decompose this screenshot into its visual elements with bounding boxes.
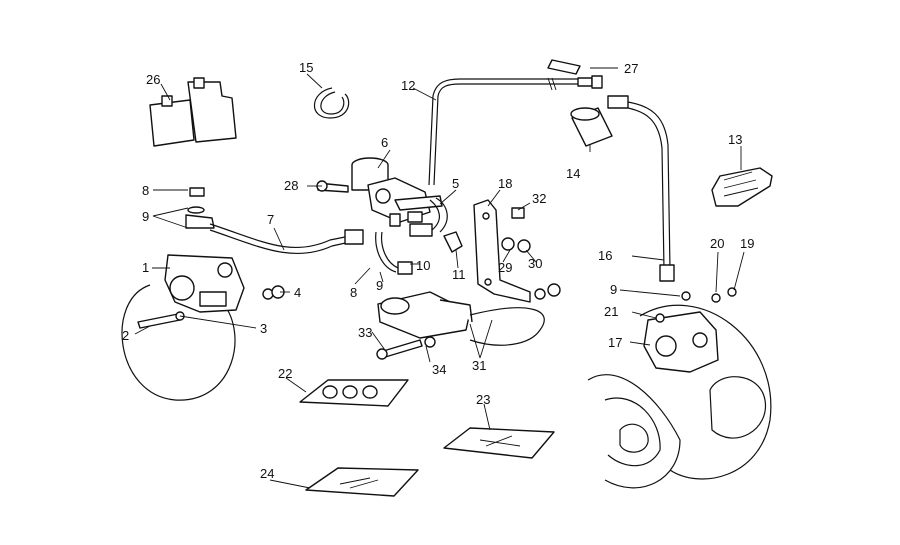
- callout-19: 19: [740, 236, 754, 251]
- callout-9-center: 9: [376, 278, 383, 293]
- callout-16: 16: [598, 248, 612, 263]
- callout-6: 6: [381, 135, 388, 150]
- protective-sleeve: [570, 107, 613, 147]
- left-caliper-washer-nut: [262, 285, 285, 300]
- seal-kit-22: [299, 379, 409, 407]
- callout-10: 10: [416, 258, 430, 273]
- bracket-hardware: [501, 207, 561, 300]
- callout-22: 22: [278, 366, 292, 381]
- left-brake-caliper: [164, 254, 245, 313]
- callout-15: 15: [299, 60, 313, 75]
- callout-8-left: 8: [142, 183, 149, 198]
- circlip: [313, 87, 350, 119]
- callout-11: 11: [452, 267, 466, 282]
- callout-9-left: 9: [142, 209, 149, 224]
- callout-29: 29: [498, 260, 512, 275]
- callout-31: 31: [472, 358, 486, 373]
- callout-26: 26: [146, 72, 160, 87]
- callout-23: 23: [476, 392, 490, 407]
- callout-7: 7: [267, 212, 274, 227]
- callout-20: 20: [710, 236, 724, 251]
- callout-3: 3: [260, 321, 267, 336]
- rear-caliper-hardware: [681, 287, 737, 303]
- caliper-bracket: [473, 199, 531, 303]
- rear-master-cylinder: [377, 291, 545, 346]
- callout-33: 33: [358, 325, 372, 340]
- callout-12: 12: [401, 78, 415, 93]
- callout-1: 1: [142, 260, 149, 275]
- rear-brake-pads: [711, 167, 773, 207]
- callout-24: 24: [260, 466, 274, 481]
- front-master-cylinder: [351, 157, 443, 227]
- leader-lines: [134, 67, 745, 489]
- left-banjo-bolt-bleeder: [185, 187, 215, 229]
- callout-4: 4: [294, 285, 301, 300]
- callout-28: 28: [284, 178, 298, 193]
- rear-brake-caliper: [643, 311, 719, 373]
- front-brake-hose-left: [209, 223, 364, 255]
- callout-labels: 26 15 12 27 6 28 8 9 7 5 18 32 14 13 1 4…: [122, 60, 754, 481]
- callout-27: 27: [624, 61, 638, 76]
- left-caliper-bolt: [137, 311, 185, 329]
- seal-kit-24: [305, 467, 419, 497]
- front-left-brake-disc: [121, 284, 236, 401]
- callout-8-center: 8: [350, 285, 357, 300]
- callout-32: 32: [532, 191, 546, 206]
- callout-18: 18: [498, 176, 512, 191]
- brake-pipe-fitting: [409, 197, 448, 237]
- callout-2: 2: [122, 328, 129, 343]
- rubber-boot-27: [547, 59, 581, 75]
- callout-14: 14: [566, 166, 580, 181]
- master-cylinder-bolt: [316, 180, 349, 193]
- brake-pads: [149, 77, 237, 147]
- callout-17: 17: [608, 335, 622, 350]
- callout-21: 21: [604, 304, 618, 319]
- brake-light-switch: [397, 231, 463, 275]
- callout-9-right: 9: [610, 282, 617, 297]
- rear-brake-hose: [607, 95, 675, 282]
- seal-kit-23: [443, 427, 555, 459]
- rear-brake-disc: [587, 304, 772, 489]
- callout-34: 34: [432, 362, 446, 377]
- callout-13: 13: [728, 132, 742, 147]
- pushrod-bolt: [376, 336, 436, 360]
- callout-5: 5: [452, 176, 459, 191]
- callout-30: 30: [528, 256, 542, 271]
- rear-brake-line: [428, 75, 603, 186]
- pipe-bends: [375, 231, 399, 273]
